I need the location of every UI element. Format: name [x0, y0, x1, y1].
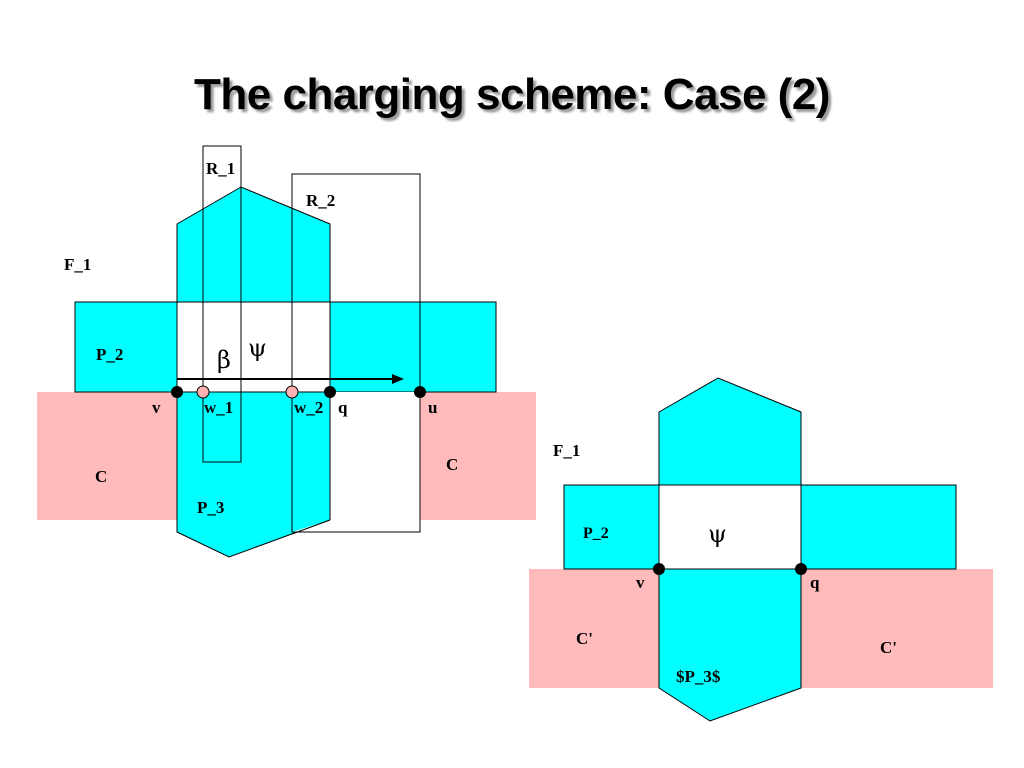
label-p3-r: $P_3$ [676, 667, 721, 686]
label-p3: P_3 [197, 498, 224, 517]
point-q [324, 386, 336, 398]
p2-band-right-r [800, 484, 957, 570]
label-q: q [338, 398, 348, 417]
right-diagram: F_1 P_2 ψ v q C' C' $P_3$ [529, 377, 993, 722]
point-v-r [653, 563, 665, 575]
label-q-r: q [810, 573, 820, 592]
label-f1: F_1 [64, 255, 91, 274]
psi-square-r [658, 484, 802, 570]
label-beta: β [217, 346, 231, 374]
label-f1-r: F_1 [553, 441, 580, 460]
region-c-right [420, 392, 536, 520]
point-u [414, 386, 426, 398]
p2-band-right [329, 301, 497, 393]
label-psi: ψ [248, 334, 267, 362]
region-cprime-left [529, 569, 659, 688]
label-c-left: C [95, 467, 107, 486]
slide-title: The charging scheme: Case (2) [194, 70, 830, 119]
p2-band-left-r [563, 484, 660, 570]
label-p2-r: P_2 [583, 525, 609, 542]
label-psi-r: ψ [708, 520, 727, 548]
point-v [171, 386, 183, 398]
r1-rect [202, 145, 242, 463]
label-r2: R_2 [306, 191, 335, 210]
label-w2: w_2 [294, 398, 323, 417]
region-cprime-right [801, 569, 993, 688]
label-w1: w_1 [204, 398, 233, 417]
p2-band-left [74, 301, 178, 393]
label-v-r: v [636, 573, 645, 592]
polygon-top-r [658, 377, 802, 486]
point-w1 [196, 385, 210, 399]
arrow-head [392, 374, 404, 384]
label-v: v [152, 398, 161, 417]
label-cprime-right: C' [880, 638, 897, 657]
region-c-left [37, 392, 177, 520]
label-u: u [428, 398, 437, 417]
r2-lower-white [292, 392, 420, 532]
label-r1: R_1 [206, 159, 235, 178]
label-p2: P_2 [96, 345, 123, 364]
label-cprime-left: C' [576, 629, 593, 648]
polygon-p3-r [658, 568, 802, 722]
point-w2 [285, 385, 299, 399]
point-q-r [795, 563, 807, 575]
label-c-right: C [446, 455, 458, 474]
left-diagram: R_1 R_2 F_1 P_2 β ψ v w_1 w_2 q u C C P_… [37, 145, 536, 558]
